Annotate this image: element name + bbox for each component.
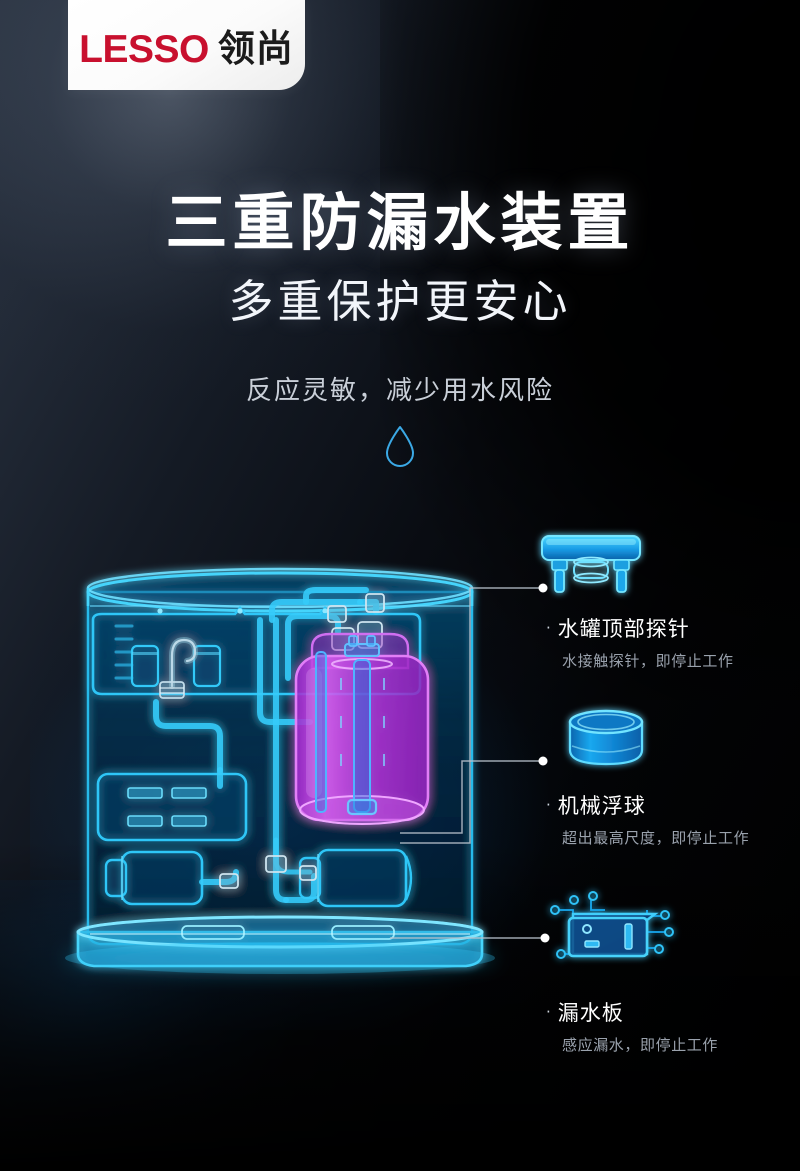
bullet-dot-float-ball: ·	[546, 796, 552, 814]
valve-block	[130, 636, 222, 699]
feature-title-float-ball: · 机械浮球	[546, 790, 646, 820]
pipe-network	[153, 587, 379, 903]
page-title: 三重防漏水装置	[165, 186, 635, 259]
bullet-dot-leak-board: ·	[546, 1003, 552, 1021]
filter-cartridge-left	[104, 850, 204, 906]
feature-desc-leak-board: 感应漏水，即停止工作	[562, 1036, 719, 1054]
probe-tube	[315, 635, 385, 816]
bullet-dot-top-probe: ·	[546, 619, 552, 637]
feature-desc-float-ball: 超出最高尺度，即停止工作	[562, 829, 750, 847]
water-purifier-xray-diagram	[60, 560, 530, 1000]
feature-title-text-float-ball: 机械浮球	[557, 794, 646, 818]
float-ball-marker	[346, 798, 378, 816]
mechanical-float-ball-icon	[560, 706, 652, 772]
page-subtitle: 多重保护更安心	[228, 275, 572, 328]
feature-title-text-leak-board: 漏水板	[557, 1001, 624, 1025]
page-tagline: 反应灵敏，减少用水风险	[245, 376, 554, 406]
feature-desc-top-probe: 水接触探针，即停止工作	[562, 652, 734, 670]
brand-logo: LESSO 领尚	[68, 0, 305, 90]
logo-chinese-text: 领尚	[217, 27, 294, 70]
pipe-couplers	[219, 593, 385, 889]
tank-top-probe-icon	[534, 528, 654, 600]
water-drop-icon	[382, 424, 418, 470]
feature-title-top-probe: · 水罐顶部探针	[546, 613, 690, 643]
feature-title-text-top-probe: 水罐顶部探针	[557, 617, 690, 641]
logo-latin-text: LESSO	[79, 28, 209, 71]
feature-title-leak-board: · 漏水板	[546, 997, 624, 1027]
control-board	[96, 772, 248, 842]
leak-detection-board-icon	[543, 888, 683, 968]
